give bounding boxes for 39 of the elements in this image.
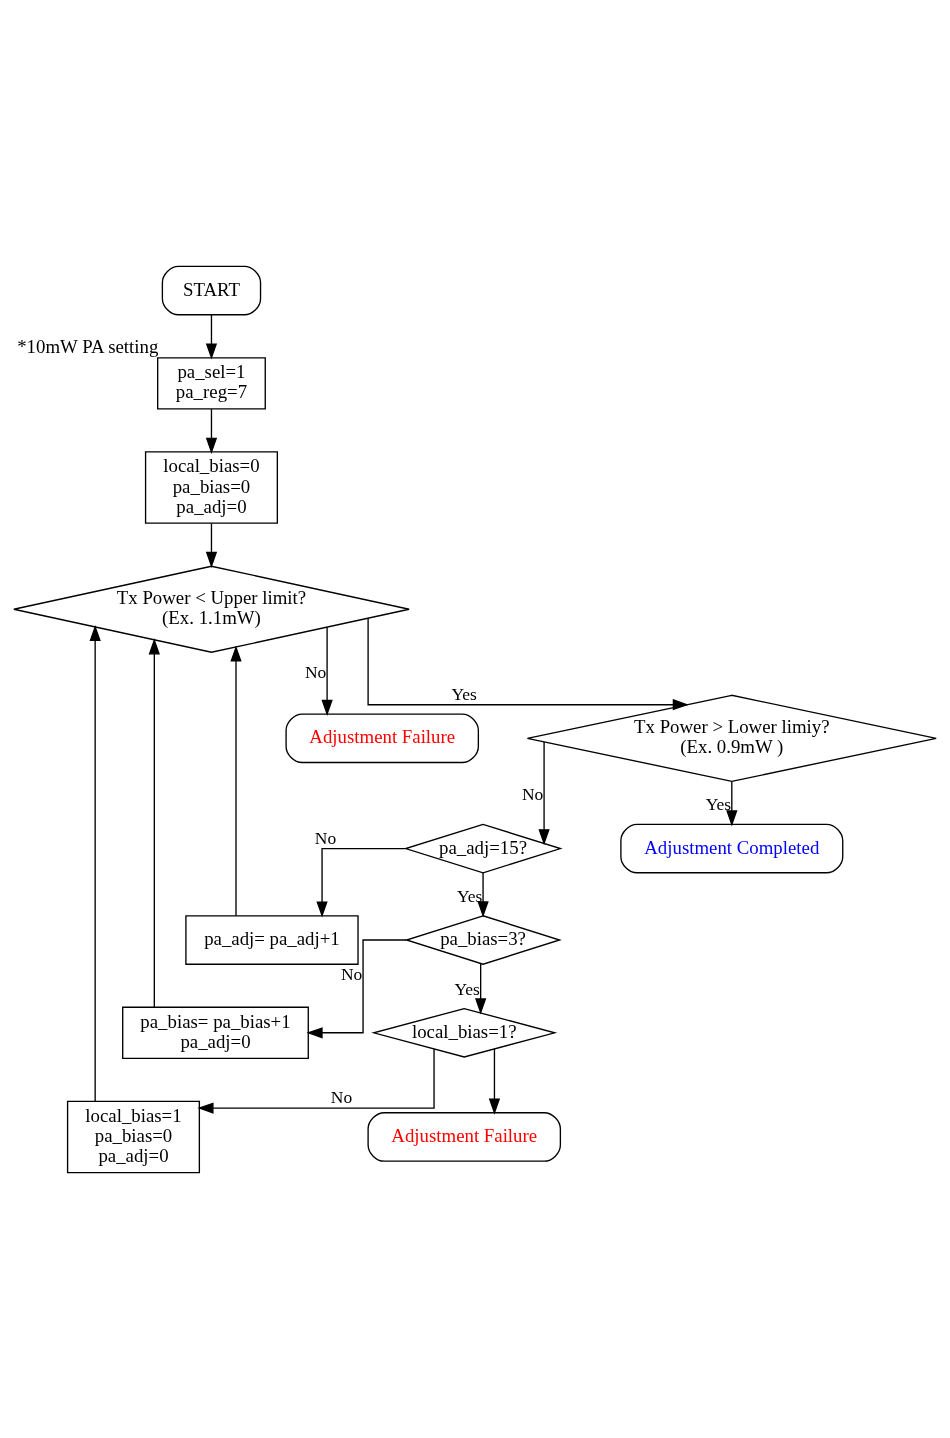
edge-label: Yes (451, 683, 477, 704)
node-box: local_bias=0 pa_bias=0 pa_adj=0 (144, 450, 279, 524)
edge-label: Yes (456, 885, 483, 906)
arrow (477, 871, 489, 917)
arrow (726, 780, 738, 826)
node-diamond: pa_adj=15? (403, 823, 563, 873)
arrow (316, 847, 407, 918)
arrow (321, 626, 333, 716)
node-box: local_bias=1 pa_bias=0 pa_adj=0 (66, 1100, 201, 1173)
edge-label: Yes (705, 793, 732, 814)
arrow (205, 522, 218, 568)
node-box: START (161, 265, 262, 315)
node-box: Adjustment Completed (620, 823, 844, 873)
edge-label: No (314, 827, 337, 848)
node-box: pa_bias= pa_bias+1 pa_adj=0 (122, 1006, 309, 1059)
node-diamond: local_bias=1? (371, 1007, 558, 1058)
edge-label: No (521, 783, 544, 804)
node-box: pa_sel=1 pa_reg=7 (157, 356, 266, 410)
arrow (205, 313, 218, 360)
edge-label: Yes (454, 978, 480, 999)
arrow (306, 938, 408, 1038)
node-box: Adjustment Failure (367, 1111, 562, 1162)
node-box: Adjustment Failure (285, 712, 480, 763)
edge-label: No (340, 963, 363, 984)
node-label: *10mW PA setting (17, 335, 159, 357)
edge-label: No (304, 661, 327, 682)
arrow (205, 407, 218, 454)
arrow (230, 644, 242, 916)
arrow (197, 1047, 435, 1114)
arrow (475, 962, 487, 1014)
arrow (488, 1047, 501, 1115)
arrow (148, 637, 160, 1008)
node-diamond: Tx Power > Lower limiy? (Ex. 0.9mW ) (526, 694, 937, 782)
arrow (89, 624, 101, 1102)
node-diamond: pa_bias=3? (404, 914, 562, 965)
edge-label: No (330, 1086, 353, 1107)
arrow (538, 740, 550, 845)
arrow (367, 617, 689, 710)
node-box: pa_adj= pa_adj+1 (185, 914, 359, 965)
